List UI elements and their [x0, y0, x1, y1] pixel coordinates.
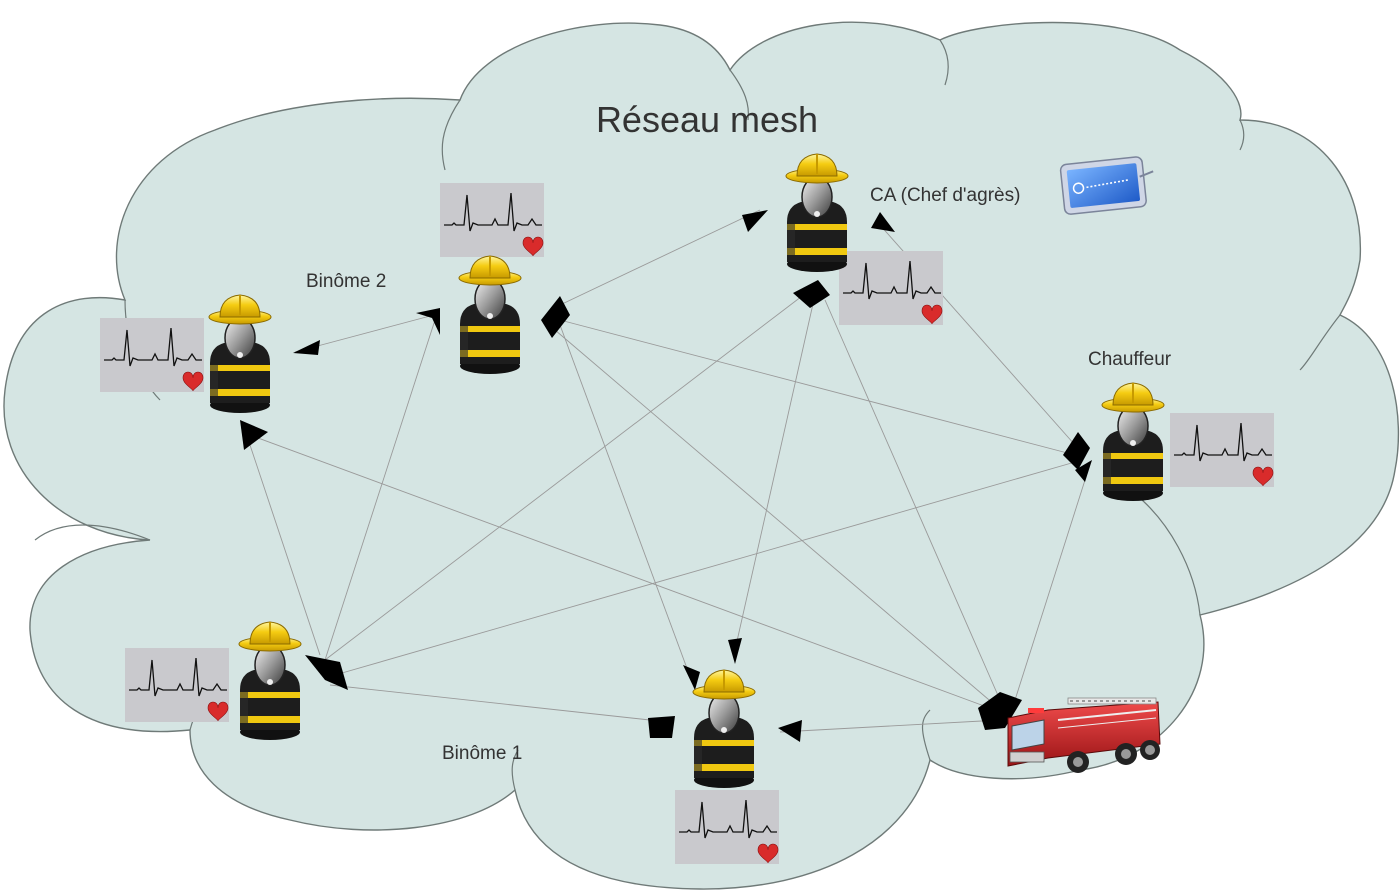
firefighter-icon — [785, 153, 849, 273]
arrowhead — [1063, 432, 1090, 470]
firefighter-icon — [692, 669, 756, 789]
link-line — [559, 209, 761, 306]
firefighter-icon — [238, 621, 302, 741]
diagram-title: Réseau mesh — [596, 99, 818, 140]
link-line — [559, 319, 1076, 456]
cloud-seam — [921, 709, 931, 761]
arrowhead — [1075, 460, 1092, 482]
mesh-cloud-shape — [3, 21, 1400, 890]
cloud-seam — [729, 69, 750, 121]
link-line — [324, 289, 811, 661]
cloud-seam — [34, 524, 151, 541]
tablet-icon — [1059, 156, 1154, 215]
link-line — [554, 329, 996, 706]
arrowhead — [305, 655, 348, 690]
arrowhead — [293, 340, 320, 355]
link-line — [824, 299, 1001, 701]
link-line — [1014, 479, 1086, 701]
link-line — [734, 294, 816, 651]
label-chauffeur: Chauffeur — [1088, 349, 1172, 370]
ecg-heart-icon — [99, 317, 205, 393]
arrowhead — [778, 720, 802, 742]
ecg-heart-icon — [674, 789, 780, 865]
cloud-seam — [1129, 489, 1201, 616]
link-line — [559, 324, 696, 691]
link-line — [244, 429, 321, 656]
arrowhead — [683, 665, 700, 690]
firefighter-icon — [208, 294, 272, 414]
label-binome-1: Binôme 1 — [442, 743, 522, 764]
label-ca: CA (Chef d'agrès) — [870, 185, 1020, 206]
ecg-heart-icon — [439, 182, 545, 258]
ecg-heart-icon — [1169, 412, 1275, 488]
ecg-heart-icon — [838, 250, 944, 326]
arrowhead — [793, 280, 830, 308]
cloud-seam — [441, 99, 461, 171]
firefighter-icon — [1101, 382, 1165, 502]
arrowhead — [648, 716, 675, 738]
arrowhead — [240, 420, 268, 450]
arrowhead — [416, 308, 440, 335]
arrowheads — [240, 210, 1092, 742]
arrowhead — [728, 638, 742, 664]
link-line — [329, 684, 669, 723]
link-line — [334, 461, 1076, 676]
fire-truck-icon — [1007, 697, 1161, 773]
link-line — [324, 319, 436, 661]
firefighter-icon — [458, 255, 522, 375]
label-binome-2: Binôme 2 — [306, 271, 386, 292]
cloud-seam — [939, 39, 949, 86]
arrowhead — [742, 210, 768, 232]
cloud-seam — [511, 749, 519, 791]
arrowhead — [978, 692, 1022, 730]
cloud-seam — [1299, 314, 1341, 371]
arrowhead — [541, 296, 570, 338]
arrowhead — [871, 212, 895, 232]
link-line — [249, 434, 996, 711]
link-line — [779, 719, 1001, 733]
cloud-seam — [1239, 119, 1245, 151]
ecg-heart-icon — [124, 647, 230, 723]
